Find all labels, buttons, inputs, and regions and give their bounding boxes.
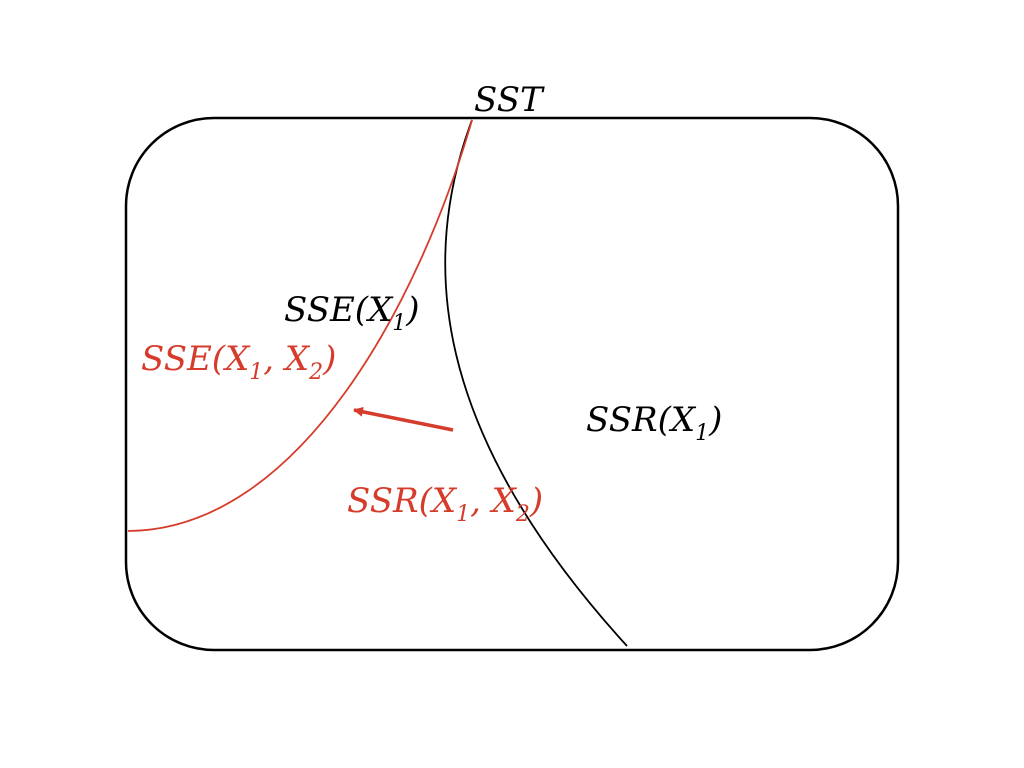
ssr-x1-label: SSR(X1) [586, 400, 722, 446]
ssr-x1-x2-label: SSR(X1, X2) [347, 481, 543, 527]
sst-label: SST [474, 80, 545, 120]
sse-x1-label: SSE(X1) [284, 290, 420, 336]
sst-box [124, 116, 900, 652]
shift-arrow [353, 406, 454, 432]
sse-ssr-x1-boundary [444, 119, 628, 647]
sse-x1-x2-label: SSE(X1, X2) [141, 339, 336, 385]
sse-ssr-x1-x2-boundary [127, 119, 473, 532]
